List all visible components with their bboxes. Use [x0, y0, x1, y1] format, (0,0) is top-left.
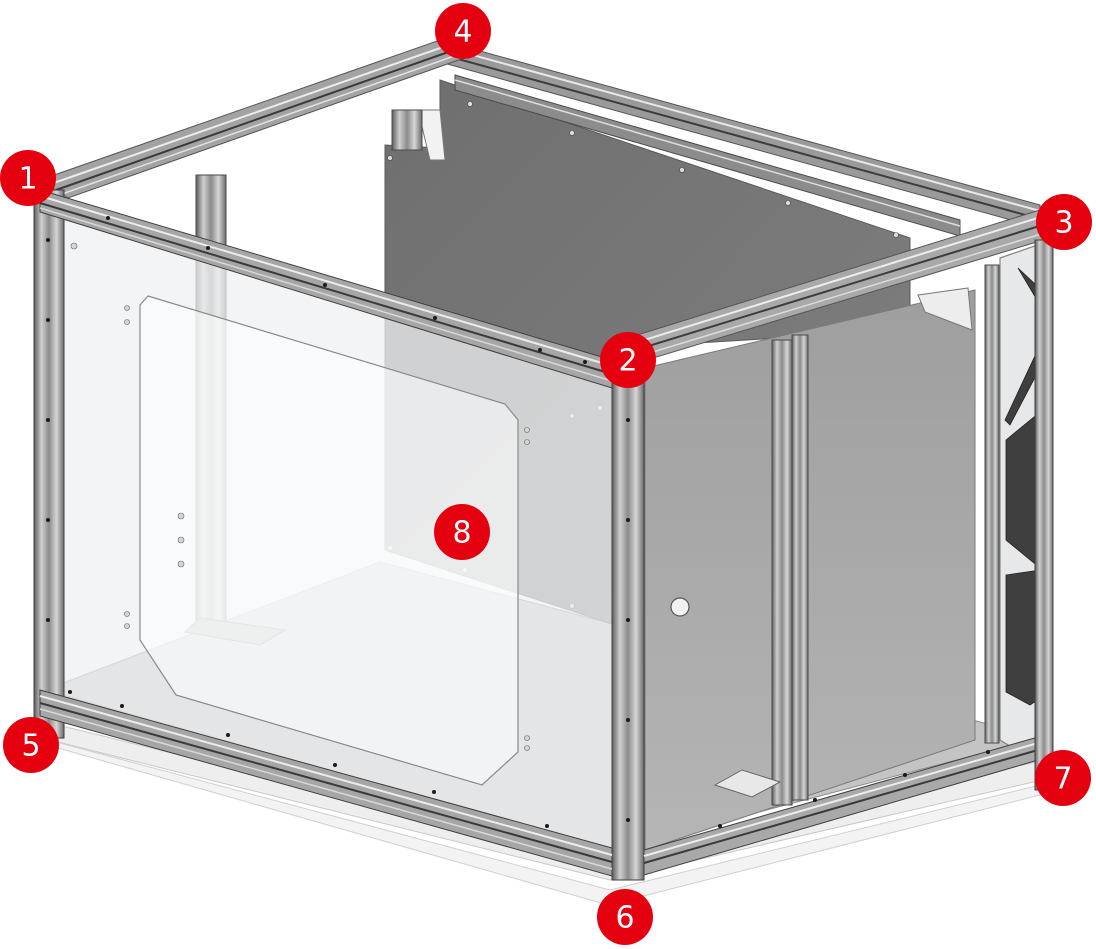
marker-3: 3: [1036, 194, 1092, 250]
marker-7-label: 7: [1053, 762, 1072, 797]
top-frame-front-left: [39, 189, 613, 389]
top-frame-rear: [38, 39, 1051, 369]
marker-6-label: 6: [615, 901, 634, 936]
right-mid-post-b: [791, 334, 809, 801]
marker-4-label: 4: [453, 15, 472, 50]
marker-8: 8: [434, 504, 490, 560]
marker-4: 4: [435, 3, 491, 59]
marker-2-label: 2: [618, 344, 637, 379]
front-left-post: [33, 189, 65, 739]
bottom-frame-front-left: [39, 689, 613, 877]
marker-3-label: 3: [1054, 206, 1073, 241]
right-panel-cable-hole: [670, 597, 690, 617]
left-panel-holes: [70, 242, 530, 751]
right-rear-post: [984, 264, 1000, 744]
front-right-post: [611, 374, 645, 881]
right-mid-post-a: [771, 339, 793, 806]
rear-inner-post: [391, 109, 423, 151]
floor-cutout: [713, 769, 782, 798]
back-panel-notch: [417, 109, 446, 161]
marker-1-label: 1: [18, 162, 37, 197]
right-panel-notch: [917, 287, 973, 331]
marker-2: 2: [600, 332, 656, 388]
bottom-frame-front-right: [643, 734, 1046, 876]
marker-1: 1: [0, 150, 56, 206]
marker-6: 6: [597, 889, 653, 945]
rear-right-bottom-post: [1034, 239, 1054, 791]
marker-5-label: 5: [21, 729, 40, 764]
marker-8-label: 8: [452, 516, 471, 551]
left-panel-door-cutout: [139, 295, 519, 786]
marker-5: 5: [3, 717, 59, 773]
right-side-panel: [644, 289, 976, 851]
rail-fasteners: [46, 216, 990, 828]
marker-7: 7: [1035, 750, 1091, 806]
